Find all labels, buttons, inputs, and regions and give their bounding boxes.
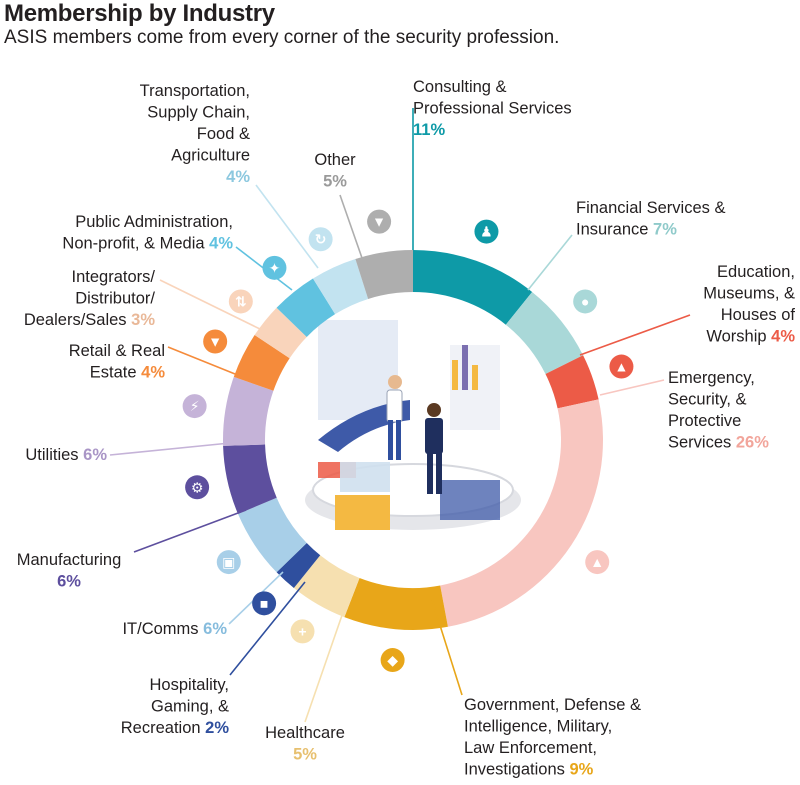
label-transportation: Transportation,Supply Chain,Food &Agricu… [140, 82, 251, 186]
donut-slice-government [344, 578, 448, 631]
label-publicadmin: Public Administration,Non-profit, & Medi… [62, 213, 233, 253]
percent-retail: 4% [137, 364, 166, 382]
svg-text:⚡: ⚡ [190, 398, 200, 414]
leader-line-government [431, 599, 463, 696]
percent-government: 9% [565, 761, 594, 779]
donut-slice-healthcare [293, 555, 360, 618]
svg-text:⇅: ⇅ [235, 293, 247, 309]
leader-line-financial [527, 234, 573, 291]
leader-line-integrators [159, 279, 263, 331]
svg-text:◆: ◆ [387, 652, 398, 668]
svg-text:●: ● [581, 293, 589, 309]
arrows-exchange-icon: ⇅ [228, 289, 253, 314]
label-financial: Financial Services &Insurance 7% [576, 199, 725, 239]
percent-integrators: 3% [127, 311, 156, 329]
percent-hospitality: 2% [201, 719, 230, 737]
donut-slice-publicadmin [276, 278, 336, 337]
center-illustration [305, 320, 521, 530]
label-government: Government, Defense &Intelligence, Milit… [464, 696, 641, 779]
percent-manufacturing: 6% [57, 573, 81, 591]
alarm-light-icon: ▲ [585, 550, 610, 575]
basket-icon: ▼ [367, 209, 392, 234]
percent-education: 4% [767, 328, 796, 346]
gears-icon: ⚙ [185, 475, 210, 500]
svg-text:↻: ↻ [315, 231, 327, 247]
donut-slice-transportation [312, 258, 369, 315]
leader-line-other [339, 194, 363, 259]
donut-slice-itcomms [238, 497, 307, 573]
donut-slice-utilities [223, 376, 274, 446]
donut-slice-emergency [440, 399, 604, 627]
svg-text:⚙: ⚙ [191, 479, 204, 495]
donut-slice-integrators [254, 307, 307, 359]
leader-line-hospitality [229, 581, 306, 676]
donut-slice-consulting [413, 250, 533, 325]
svg-text:▼: ▼ [208, 333, 222, 349]
svg-text:♟: ♟ [480, 224, 493, 240]
lightning-icon: ⚡ [182, 394, 207, 419]
percent-financial: 7% [648, 221, 677, 239]
donut-slice-other [355, 250, 413, 299]
percent-healthcare: 5% [293, 746, 317, 764]
percent-publicadmin: 4% [205, 235, 234, 253]
shield-icon: ◆ [380, 648, 405, 673]
label-itcomms: IT/Comms 6% [122, 620, 227, 638]
donut-slice-manufacturing [223, 444, 277, 515]
percent-transportation: 4% [226, 168, 250, 186]
percent-other: 5% [323, 173, 347, 191]
svg-text:▲: ▲ [590, 554, 604, 570]
label-integrators: Integrators/Distributor/Dealers/Sales 3% [24, 268, 156, 329]
piggy-bank-icon: ● [573, 289, 598, 314]
svg-text:+: + [298, 623, 306, 639]
circuit-icon: ▣ [216, 550, 241, 575]
consultant-icon: ♟ [474, 219, 499, 244]
label-utilities: Utilities 6% [25, 446, 107, 464]
percent-itcomms: 6% [199, 620, 228, 638]
donut-slice-retail [233, 335, 290, 391]
percent-emergency: 26% [731, 434, 769, 452]
donut-slice-financial [505, 291, 584, 375]
leader-line-education [579, 314, 691, 356]
percent-utilities: 6% [79, 446, 108, 464]
handshake-icon: ✦ [262, 255, 287, 280]
donut-slice-hospitality [276, 543, 321, 589]
shopping-basket-icon: ▼ [203, 329, 228, 354]
label-hospitality: Hospitality,Gaming, &Recreation 2% [121, 676, 230, 737]
leader-line-utilities [109, 442, 231, 456]
recycle-arrows-icon: ↻ [308, 227, 333, 252]
leader-line-manufacturing [133, 509, 247, 553]
dice-icon: ■ [252, 591, 277, 616]
rocket-icon: ▲ [609, 354, 634, 379]
svg-text:▼: ▼ [372, 214, 386, 230]
chart-subtitle: ASIS members come from every corner of t… [4, 27, 560, 48]
chart-title: Membership by Industry [4, 0, 275, 27]
leader-line-emergency [599, 379, 665, 396]
medical-cross-icon: + [290, 619, 315, 644]
svg-text:■: ■ [260, 595, 268, 611]
svg-text:▣: ▣ [222, 554, 235, 570]
person-illustration [386, 375, 443, 494]
svg-text:✦: ✦ [269, 260, 281, 276]
svg-text:▲: ▲ [615, 359, 629, 375]
leader-line-healthcare [304, 597, 349, 723]
donut-slice-education [545, 355, 599, 409]
leader-line-retail [167, 346, 241, 377]
leader-line-transportation [255, 184, 319, 269]
percent-consulting: 11% [413, 121, 445, 139]
